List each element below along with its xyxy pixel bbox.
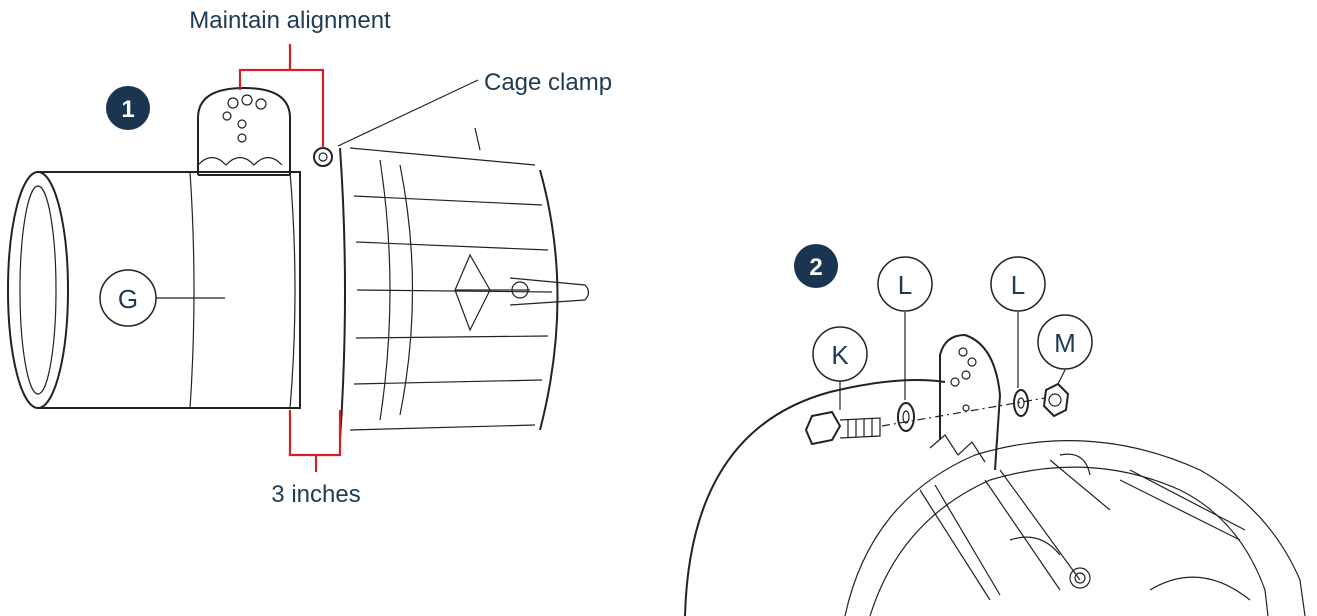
washer-part-l-left (897, 402, 915, 432)
maintain-alignment-bracket-line (238, 44, 325, 148)
part-m-label: M (1054, 328, 1076, 358)
part-l-right-callout-circle (990, 256, 1046, 312)
step-1-badge-number: 1 (121, 96, 134, 123)
part-l-left-callout-circle (877, 256, 933, 312)
tube-part-g (7, 171, 301, 409)
step-2-badge (794, 244, 838, 288)
step-2-badge-number: 2 (809, 254, 822, 281)
maintain-alignment-text: Maintain alignment (189, 7, 391, 34)
mounting-bracket (929, 333, 1002, 471)
part-g-label: G (118, 284, 138, 314)
part-l-right-label: L (1011, 270, 1025, 300)
part-m-callout-circle (1037, 314, 1093, 370)
step-1-illustration: G Maintain alignment Cage clamp 3 inches… (7, 7, 612, 508)
cage-wires (919, 453, 1251, 601)
cage-clamp-text: Cage clamp (484, 69, 612, 96)
part-g-callout-circle (99, 269, 157, 327)
three-inches-text: 3 inches (271, 481, 360, 508)
part-k-callout-circle (812, 326, 868, 382)
cage-assembly (339, 127, 590, 441)
part-l-left-label: L (898, 270, 912, 300)
nut-part-m (1042, 382, 1070, 418)
tube-end (684, 378, 946, 616)
step-2-illustration: K L L M 2 (684, 244, 1306, 616)
step-1-badge (106, 86, 150, 130)
three-inches-dimension-line (288, 410, 342, 472)
washer-part-l-right (1013, 389, 1029, 417)
part-k-label: K (831, 340, 849, 370)
mounting-bracket (197, 86, 333, 176)
cage-clamp-leader-line (337, 79, 479, 147)
bolt-part-k (804, 410, 881, 446)
part-m-leader-line (1057, 369, 1066, 385)
